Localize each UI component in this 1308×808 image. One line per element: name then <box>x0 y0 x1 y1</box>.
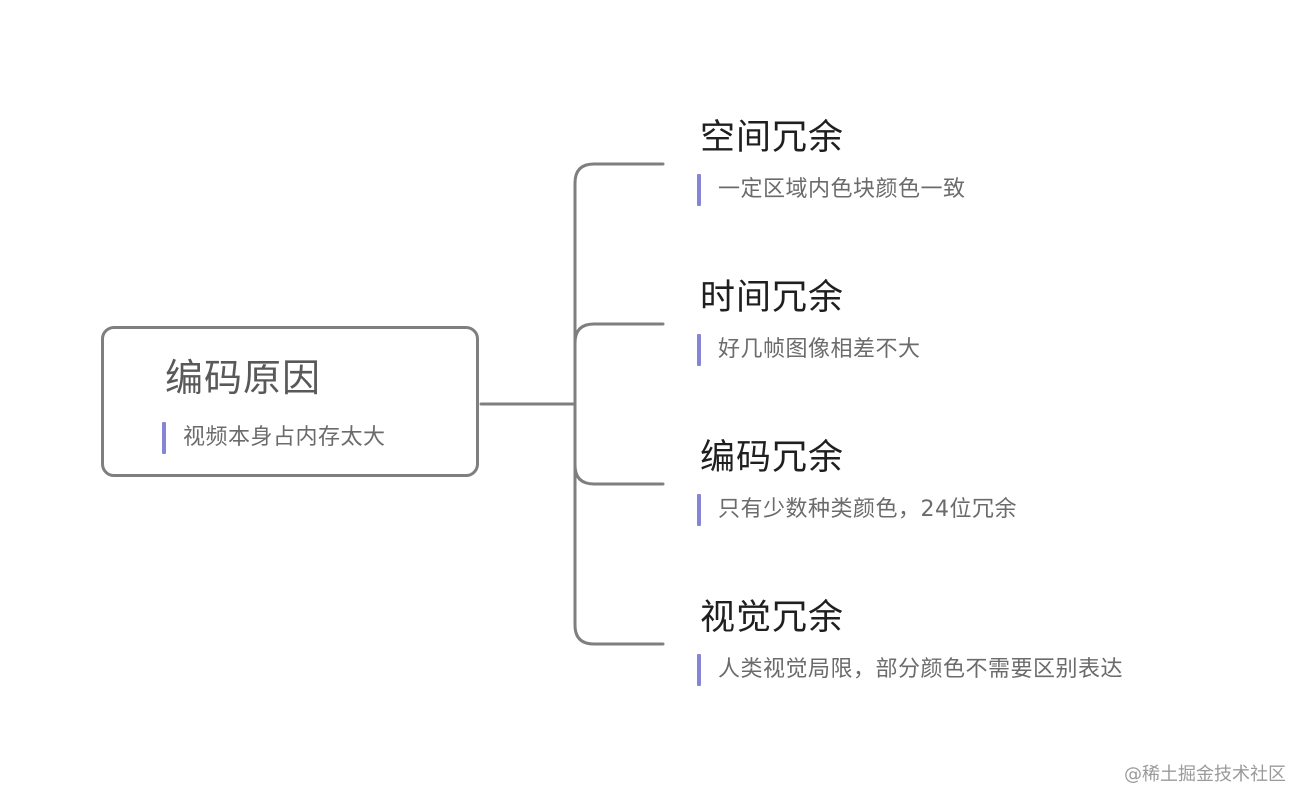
branch-note-bar <box>697 174 701 206</box>
branch-note: 好几帧图像相差不大 <box>697 334 921 366</box>
root-note: 视频本身占内存太大 <box>162 422 386 454</box>
branch-space-redundancy[interactable]: 空间冗余 一定区域内色块颜色一致 <box>697 116 1260 216</box>
branch-time-redundancy[interactable]: 时间冗余 好几帧图像相差不大 <box>697 276 1260 376</box>
branch-connector-time <box>573 322 665 486</box>
branch-note: 一定区域内色块颜色一致 <box>697 174 966 206</box>
branch-title: 编码冗余 <box>700 438 845 478</box>
branch-note-bar <box>697 494 701 526</box>
root-note-text: 视频本身占内存太大 <box>183 425 386 450</box>
branch-note-bar <box>697 334 701 366</box>
root-note-bar <box>162 422 166 454</box>
branch-connector-space <box>573 162 665 646</box>
branch-note-text: 一定区域内色块颜色一致 <box>718 177 966 202</box>
branch-title: 空间冗余 <box>700 118 845 158</box>
root-node[interactable]: 编码原因 视频本身占内存太大 <box>101 326 479 477</box>
branch-note: 人类视觉局限，部分颜色不需要区别表达 <box>697 654 1123 686</box>
branch-title: 时间冗余 <box>700 278 845 318</box>
branch-note-text: 好几帧图像相差不大 <box>718 337 921 362</box>
branch-note-bar <box>697 654 701 686</box>
branch-note-text: 只有少数种类颜色，24位冗余 <box>718 497 1017 522</box>
watermark: @稀土掘金技术社区 <box>1124 764 1286 785</box>
branch-note-text: 人类视觉局限，部分颜色不需要区别表达 <box>718 657 1124 682</box>
branch-coding-redundancy[interactable]: 编码冗余 只有少数种类颜色，24位冗余 <box>697 436 1260 536</box>
branch-visual-redundancy[interactable]: 视觉冗余 人类视觉局限，部分颜色不需要区别表达 <box>697 596 1260 696</box>
root-title: 编码原因 <box>165 356 322 400</box>
branch-title: 视觉冗余 <box>700 598 845 638</box>
branch-note: 只有少数种类颜色，24位冗余 <box>697 494 1017 526</box>
